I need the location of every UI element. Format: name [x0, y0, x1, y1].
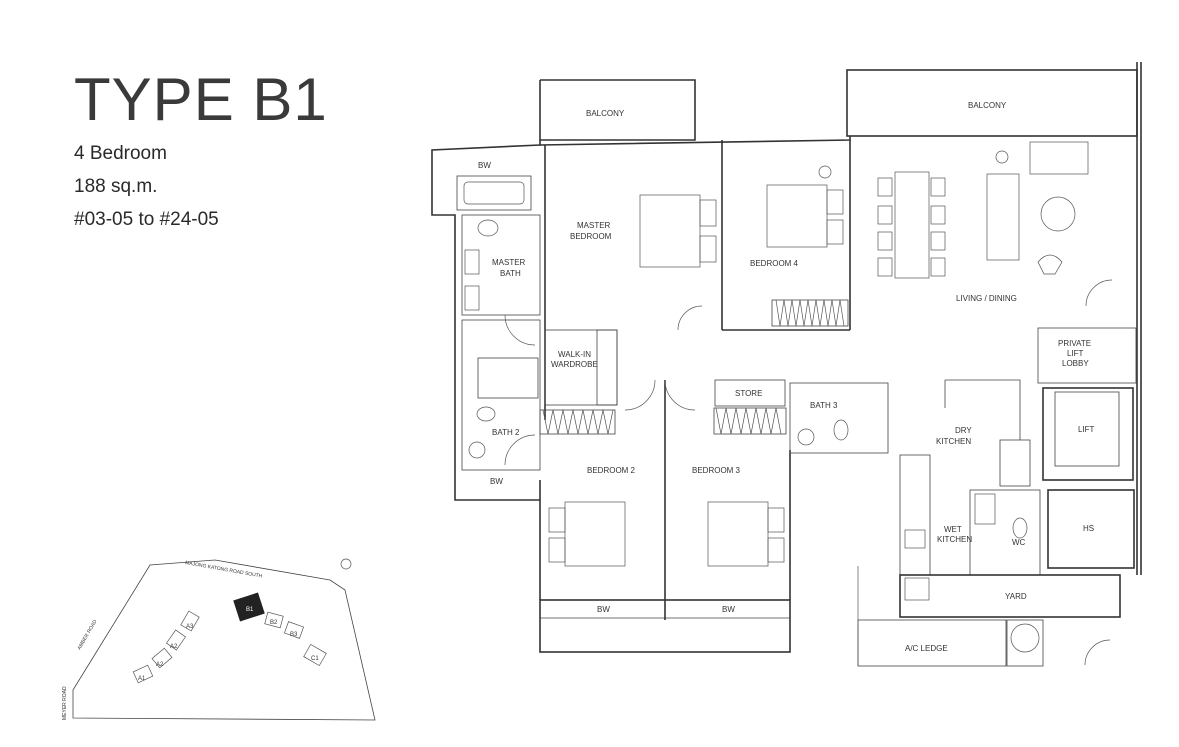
- unit-numbers: #03-05 to #24-05: [74, 209, 219, 230]
- wc-label: WC: [1012, 538, 1026, 547]
- private-lift-lobby-label-3: LOBBY: [1062, 359, 1089, 368]
- master-bedroom-label: MASTER: [577, 221, 611, 230]
- bedroom-3-label: BEDROOM 3: [692, 466, 741, 475]
- master-bedroom-label-2: BEDROOM: [570, 232, 612, 241]
- walk-in-wardrobe-label-2: WARDROBE: [551, 360, 598, 369]
- bw-bed2-label: BW: [597, 605, 610, 614]
- bedroom-3: BEDROOM 3: [692, 466, 785, 567]
- door-swings: [504, 279, 1113, 666]
- yard-label: YARD: [1005, 592, 1027, 601]
- dry-kitchen-label: DRY: [955, 426, 972, 435]
- hs-label: HS: [1083, 524, 1094, 533]
- living-dining: LIVING / DINING: [877, 141, 1089, 303]
- master-bath-label: MASTER: [492, 258, 526, 267]
- bedroom-count: 4 Bedroom: [74, 143, 167, 164]
- dry-kitchen-label-2: KITCHEN: [936, 437, 971, 446]
- bw-left-label: BW: [490, 477, 503, 486]
- plan-title: TYPE B1: [74, 66, 328, 133]
- bath-2-label: BATH 2: [492, 428, 520, 437]
- bath-3-label: BATH 3: [810, 401, 838, 410]
- bedroom-2: BEDROOM 2: [548, 466, 636, 567]
- walk-in-wardrobe-label: WALK-IN: [558, 350, 591, 359]
- ac-ledge-label: A/C LEDGE: [905, 644, 948, 653]
- master-bath-label-2: BATH: [500, 269, 521, 278]
- wet-kitchen-label: WET: [944, 525, 962, 534]
- bedroom-4-label: BEDROOM 4: [750, 259, 799, 268]
- bedroom-2-label: BEDROOM 2: [587, 466, 636, 475]
- exterior-walls: [431, 62, 1142, 653]
- bw-bed3-label: BW: [722, 605, 735, 614]
- living-dining-label: LIVING / DINING: [956, 294, 1017, 303]
- store-label: STORE: [735, 389, 762, 398]
- balcony-right-label: BALCONY: [968, 101, 1007, 110]
- wet-kitchen-label-2: KITCHEN: [937, 535, 972, 544]
- private-lift-lobby-label: PRIVATE: [1058, 339, 1091, 348]
- lift-label: LIFT: [1078, 425, 1095, 434]
- master-bedroom: MASTER BEDROOM: [544, 140, 723, 420]
- balcony-left-label: BALCONY: [586, 109, 625, 118]
- unit-area: 188 sq.m.: [74, 176, 158, 197]
- bw-top-label: BW: [478, 161, 491, 170]
- bedroom-4: BEDROOM 4: [722, 140, 851, 331]
- private-lift-lobby-label-2: LIFT: [1067, 349, 1084, 358]
